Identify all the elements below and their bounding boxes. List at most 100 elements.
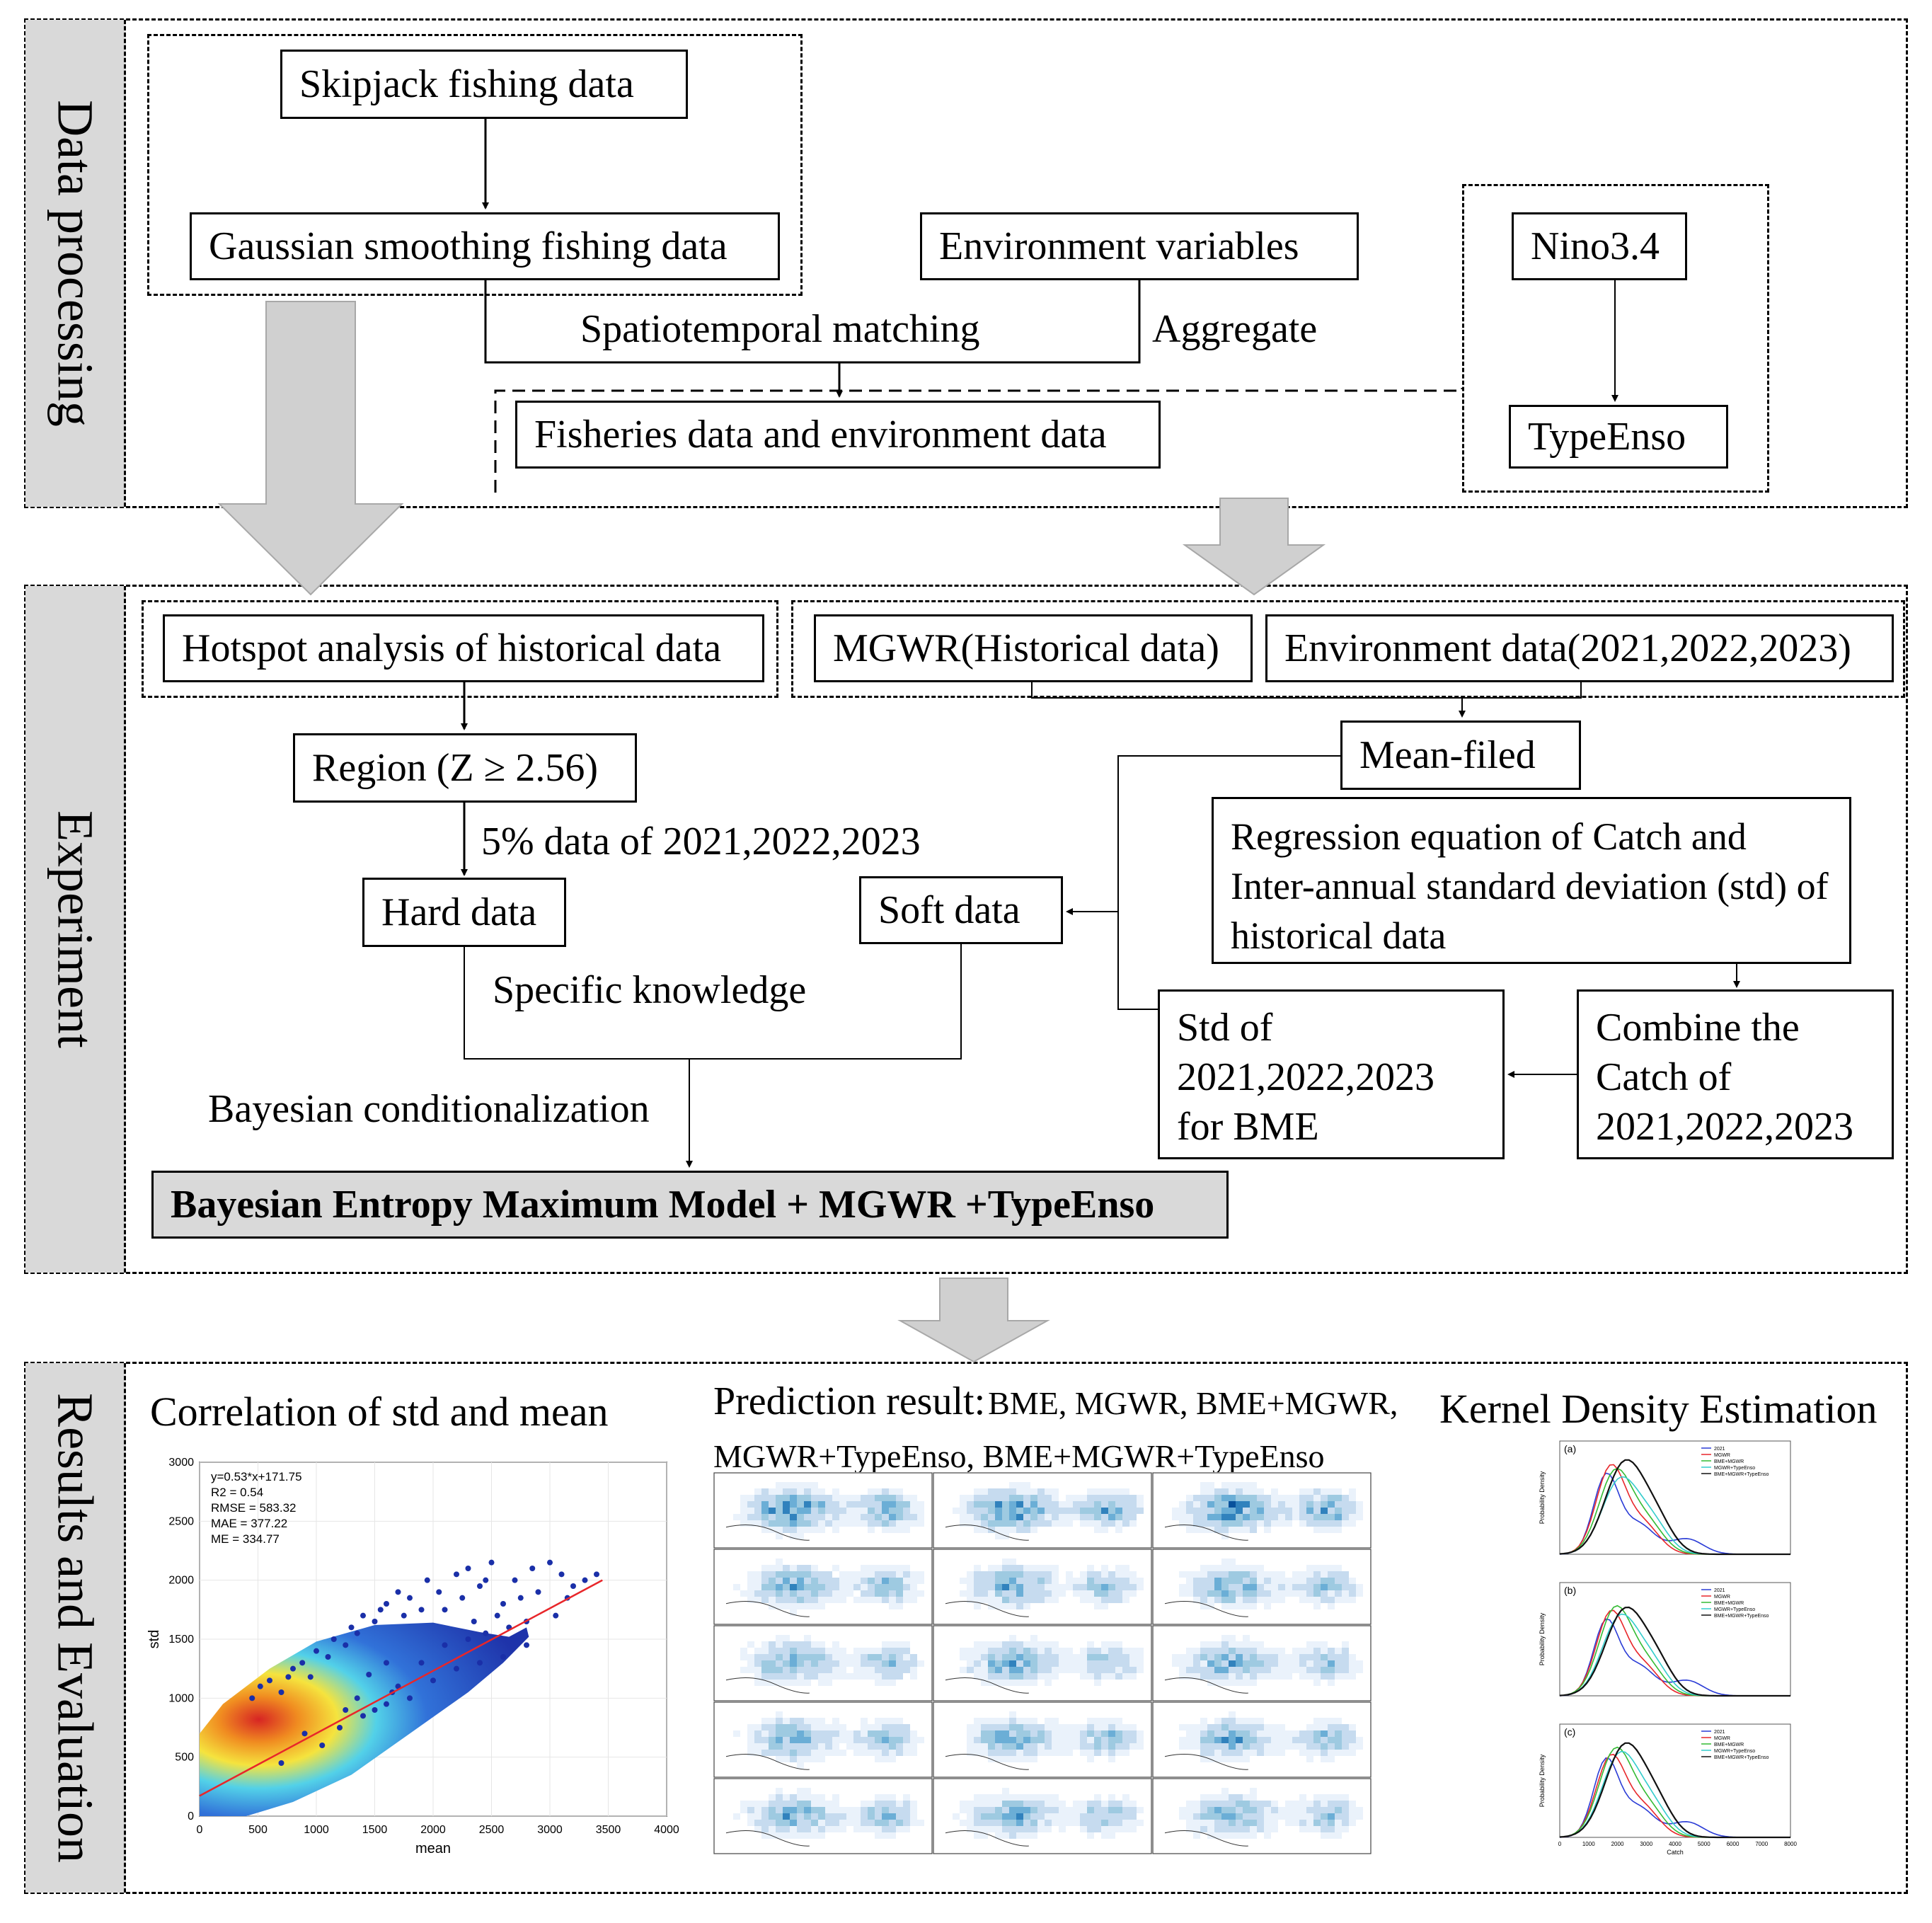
prediction-map-pixel [1278, 1648, 1285, 1654]
prediction-map-pixel [776, 1667, 783, 1673]
prediction-map-pixel [981, 1495, 988, 1501]
prediction-map-pixel [1030, 1813, 1037, 1820]
prediction-map-pixel [783, 1820, 790, 1826]
prediction-map-pixel [1129, 1660, 1137, 1667]
prediction-map-pixel [995, 1508, 1002, 1514]
prediction-map-pixel [1207, 1508, 1214, 1514]
kde-xtick-label: 2000 [1611, 1841, 1624, 1847]
prediction-map-pixel [1094, 1603, 1101, 1609]
prediction-map-pixel [1243, 1571, 1250, 1578]
prediction-map-pixel [995, 1737, 1002, 1743]
prediction-map-pixel [1306, 1597, 1313, 1603]
prediction-map-pixel [1108, 1495, 1115, 1501]
prediction-map-pixel [1108, 1718, 1115, 1724]
prediction-map-pixel [747, 1641, 754, 1648]
prediction-map-pixel [1207, 1641, 1214, 1648]
prediction-map-pixel [1221, 1495, 1229, 1501]
prediction-map-pixel [1009, 1635, 1016, 1641]
prediction-map-pixel [1030, 1673, 1037, 1680]
prediction-map-pixel [1335, 1820, 1342, 1826]
prediction-map-pixel [832, 1514, 839, 1520]
prediction-map-pixel [1066, 1724, 1073, 1730]
prediction-map-pixel [776, 1584, 783, 1590]
prediction-map-pixel [769, 1743, 776, 1750]
prediction-map-pixel [811, 1482, 818, 1488]
prediction-map-pixel [882, 1495, 889, 1501]
prediction-map-pixel [910, 1508, 917, 1514]
prediction-map-pixel [1243, 1801, 1250, 1807]
prediction-map-pixel [882, 1756, 889, 1762]
prediction-map-pixel [1023, 1584, 1030, 1590]
prediction-map-pixel [1059, 1648, 1066, 1654]
prediction-map-pixel [1045, 1737, 1052, 1743]
prediction-map-pixel [740, 1648, 747, 1654]
prediction-map-pixel [1321, 1654, 1328, 1660]
prediction-map-pixel [1321, 1660, 1328, 1667]
prediction-map-pixel [1094, 1654, 1101, 1660]
kde-xtick-label: 5000 [1698, 1841, 1710, 1847]
prediction-map-pixel [804, 1495, 811, 1501]
scatter-point [424, 1577, 430, 1583]
prediction-map-pixel [1207, 1826, 1214, 1832]
prediction-map-pixel [1016, 1756, 1023, 1762]
prediction-map-pixel [1052, 1673, 1059, 1680]
prediction-map-pixel [861, 1584, 868, 1590]
prediction-map-pixel [1257, 1641, 1264, 1648]
prediction-map-pixel [981, 1590, 988, 1597]
prediction-map-pixel [1250, 1501, 1257, 1508]
prediction-map-pixel [1108, 1667, 1115, 1673]
prediction-map-pixel [1023, 1597, 1030, 1603]
prediction-map-pixel [754, 1488, 761, 1495]
prediction-map-pixel [1257, 1801, 1264, 1807]
prediction-map-pixel [967, 1648, 974, 1654]
prediction-map-pixel [1129, 1648, 1137, 1654]
prediction-map-pixel [853, 1571, 861, 1578]
prediction-map-pixel [1080, 1584, 1087, 1590]
prediction-map-pixel [1264, 1813, 1271, 1820]
prediction-map-pixel [1229, 1667, 1236, 1673]
scatter-point [301, 1730, 308, 1737]
prediction-map-pixel [1335, 1660, 1342, 1667]
prediction-map-pixel [1214, 1527, 1221, 1533]
prediction-map-pixel [1271, 1501, 1278, 1508]
prediction-map-pixel [917, 1578, 924, 1584]
prediction-map-pixel [761, 1488, 769, 1495]
prediction-map-pixel [790, 1495, 797, 1501]
prediction-map-pixel [1328, 1648, 1335, 1654]
prediction-map-pixel [1122, 1724, 1129, 1730]
prediction-map-pixel [1349, 1807, 1356, 1813]
prediction-map-pixel [868, 1750, 875, 1756]
scatter-point [465, 1566, 471, 1571]
prediction-map-pixel [747, 1820, 754, 1826]
prediction-map-pixel [797, 1737, 804, 1743]
prediction-map-pixel [882, 1565, 889, 1571]
prediction-map-pixel [861, 1514, 868, 1520]
prediction-map-pixel [825, 1501, 832, 1508]
scatter-point [582, 1577, 588, 1583]
prediction-map-pixel [1087, 1488, 1094, 1495]
prediction-map-pixel [783, 1648, 790, 1654]
prediction-map-pixel [875, 1660, 882, 1667]
prediction-map-pixel [1066, 1743, 1073, 1750]
prediction-map-pixel [1101, 1660, 1108, 1667]
prediction-map-pixel [1328, 1794, 1335, 1801]
prediction-map-pixel [1207, 1807, 1214, 1813]
prediction-map-pixel [875, 1737, 882, 1743]
prediction-map-pixel [981, 1584, 988, 1590]
prediction-map-pixel [1221, 1597, 1229, 1603]
prediction-map-pixel [1059, 1820, 1066, 1826]
prediction-map-pixel [1179, 1807, 1186, 1813]
prediction-map-pixel [1335, 1597, 1342, 1603]
prediction-map-pixel [1016, 1737, 1023, 1743]
prediction-map-pixel [747, 1495, 754, 1501]
prediction-map-pixel [1052, 1488, 1059, 1495]
prediction-map-pixel [1002, 1571, 1009, 1578]
prediction-map-pixel [1335, 1667, 1342, 1673]
prediction-map-pixel [967, 1660, 974, 1667]
prediction-map-pixel [1101, 1641, 1108, 1648]
prediction-map-pixel [1250, 1813, 1257, 1820]
prediction-map-pixel [1059, 1501, 1066, 1508]
prediction-map-pixel [733, 1584, 740, 1590]
prediction-map-pixel [1349, 1743, 1356, 1750]
kde-legend-label: BME+MGWR+TypeEnso [1714, 1755, 1769, 1760]
